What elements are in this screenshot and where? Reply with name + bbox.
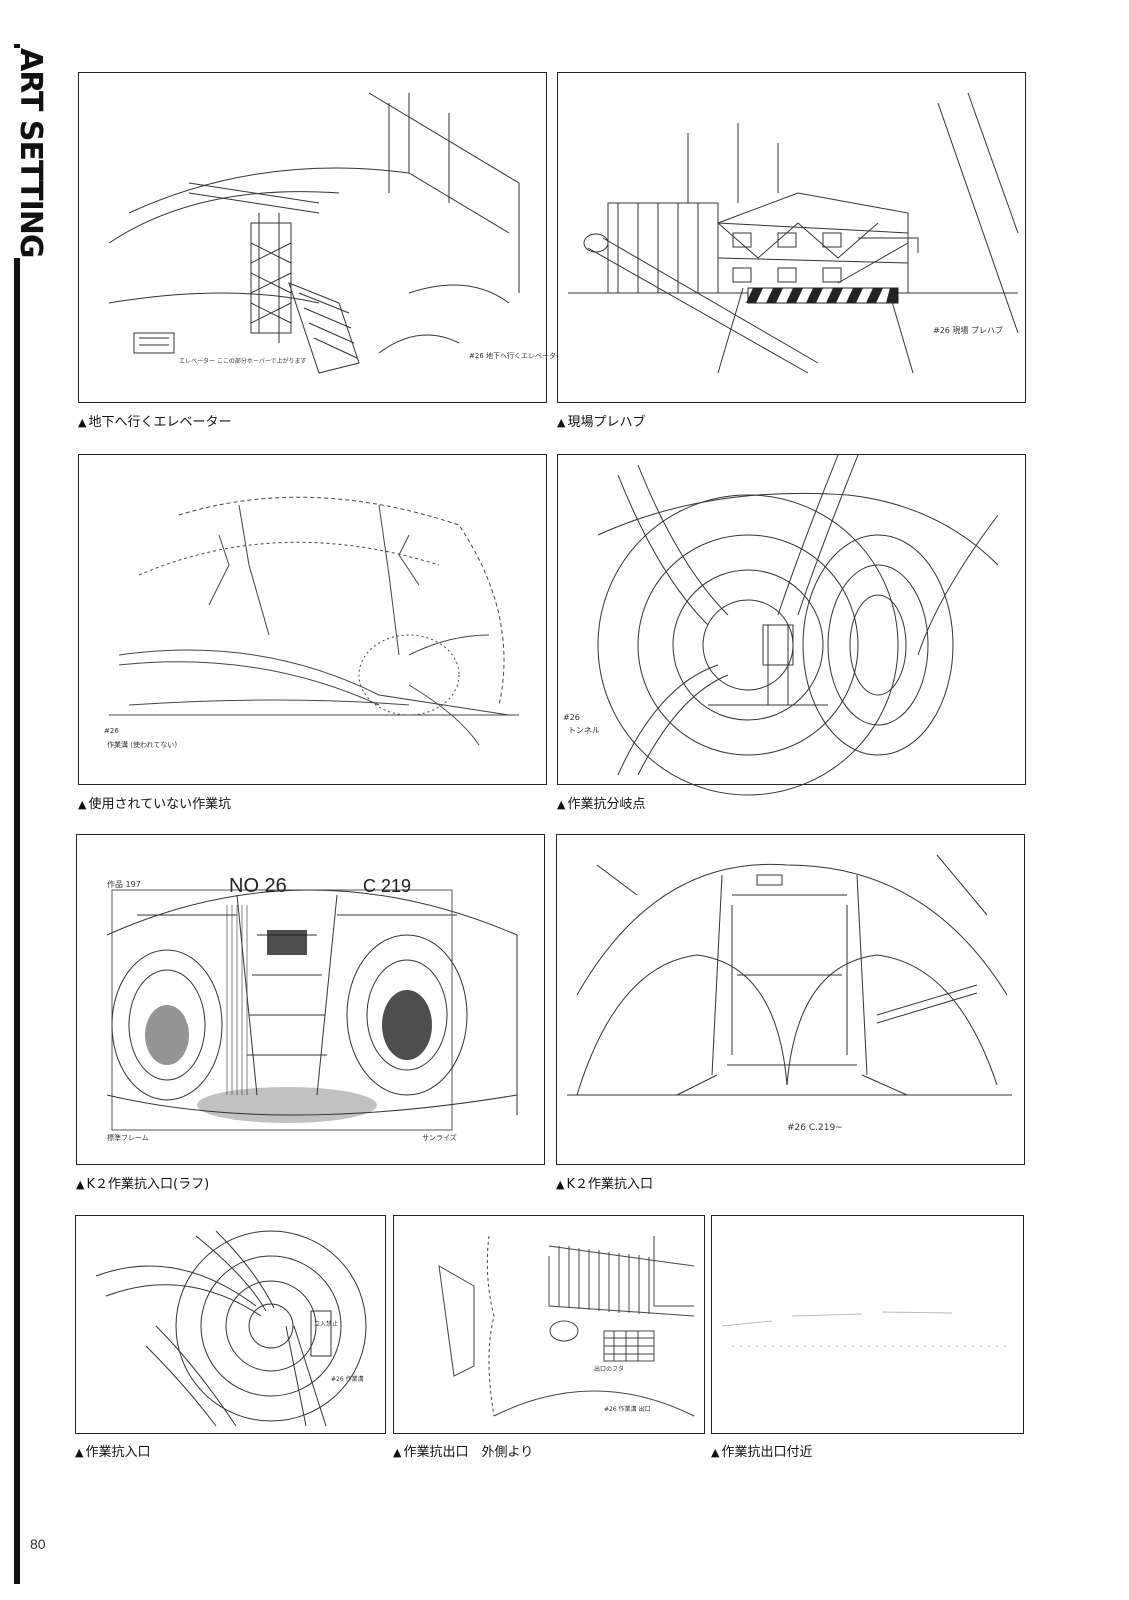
panel-1-note-1: #26 地下へ行くエレベーター — [469, 351, 563, 360]
panel-3-note-2: 作業溝 (使われてない) — [107, 740, 177, 749]
sketch-k2-entrance: #26 C.219~ — [567, 854, 1012, 1133]
caption-text: 作業抗分岐点 — [567, 797, 646, 812]
triangle-icon: ▲ — [557, 798, 566, 811]
caption-panel-7: ▲作業抗入口 — [75, 1441, 150, 1460]
triangle-icon: ▲ — [78, 416, 87, 429]
panel-1-note-2: エレベーター ここの部分ホーバーで上がります — [179, 357, 307, 365]
triangle-icon: ▲ — [393, 1446, 402, 1459]
caption-panel-8: ▲作業抗出口 外側より — [393, 1441, 533, 1460]
artwork-panel-3: #26 作業溝 (使われてない) — [78, 454, 547, 785]
panel-3-note-1: #26 — [104, 727, 119, 735]
panel-5-note-2: C 219 — [363, 876, 411, 896]
triangle-icon: ▲ — [556, 1178, 565, 1191]
caption-text: K２作業抗入口(ラフ) — [86, 1177, 210, 1192]
panel-2-note: #26 現場 プレハブ — [933, 325, 1003, 335]
sketch-tunnel-exit-outside: #26 作業溝 出口 出口のフタ — [438, 1235, 695, 1417]
triangle-icon: ▲ — [75, 1446, 84, 1459]
panel-8-note-1: #26 作業溝 出口 — [604, 1405, 650, 1413]
panel-6-note: #26 C.219~ — [787, 1123, 843, 1133]
triangle-icon: ▲ — [711, 1446, 720, 1459]
caption-panel-4: ▲作業抗分岐点 — [557, 793, 645, 812]
caption-text: 地下へ行くエレベーター — [88, 415, 232, 430]
caption-text: 使用されていない作業坑 — [88, 797, 232, 812]
sketch-prefab: #26 現場 プレハブ — [568, 92, 1019, 374]
sketch-tunnel-exit-nearby — [721, 1311, 1012, 1347]
panel-5-note-3: 作品 197 — [107, 879, 141, 889]
panel-5-note-1: NO 26 — [229, 875, 287, 897]
caption-panel-5: ▲K２作業抗入口(ラフ) — [76, 1173, 209, 1192]
artwork-panel-9 — [711, 1215, 1024, 1434]
artwork-panel-6: #26 C.219~ — [556, 834, 1025, 1165]
caption-text: 作業抗出口 外側より — [403, 1445, 534, 1460]
panel-8-note-2: 出口のフタ — [594, 1365, 624, 1373]
panel-5-note-4: 標準フレーム — [107, 1133, 149, 1142]
artwork-panel-1: #26 地下へ行くエレベーター エレベーター ここの部分ホーバーで上がります — [78, 72, 563, 403]
caption-panel-9: ▲作業抗出口付近 — [711, 1441, 812, 1460]
sketch-elevator: #26 地下へ行くエレベーター エレベーター ここの部分ホーバーで上がります — [108, 92, 563, 374]
caption-text: K２作業抗入口 — [566, 1177, 653, 1192]
artwork-panel-5: NO 26 C 219 作品 197 標準フレーム サンライズ — [76, 834, 545, 1165]
caption-text: 現場プレハブ — [567, 415, 646, 430]
sketch-tunnel-entrance: #26 作業溝 立入禁止 — [95, 1230, 367, 1427]
caption-text: 作業抗出口付近 — [721, 1445, 813, 1460]
sketch-unused-tunnel: #26 作業溝 (使われてない) — [104, 496, 519, 749]
caption-panel-1: ▲地下へ行くエレベーター — [78, 411, 231, 430]
sketch-k2-entrance-rough: NO 26 C 219 作品 197 標準フレーム サンライズ — [106, 875, 518, 1142]
sketch-tunnel-branch: #26 トンネル — [563, 454, 999, 796]
triangle-icon: ▲ — [76, 1178, 85, 1191]
section-title: ART SETTING — [13, 48, 48, 258]
page-number: 80 — [30, 1536, 46, 1552]
side-rule — [14, 44, 20, 1584]
artwork-panel-4: #26 トンネル — [557, 454, 1026, 796]
triangle-icon: ▲ — [557, 416, 566, 429]
artwork-panel-7: #26 作業溝 立入禁止 — [75, 1215, 386, 1434]
panel-4-note-2: トンネル — [568, 726, 600, 735]
panel-7-note-1: #26 作業溝 — [331, 1375, 364, 1383]
triangle-icon: ▲ — [78, 798, 87, 811]
artwork-panel-2: #26 現場 プレハブ — [557, 72, 1026, 403]
panel-4-note-1: #26 — [563, 713, 580, 722]
panel-7-note-2: 立入禁止 — [314, 1320, 338, 1328]
caption-panel-6: ▲K２作業抗入口 — [556, 1173, 653, 1192]
caption-panel-3: ▲使用されていない作業坑 — [78, 793, 231, 812]
panel-5-note-5: サンライズ — [422, 1133, 457, 1142]
artwork-panel-8: #26 作業溝 出口 出口のフタ — [393, 1215, 705, 1434]
caption-panel-2: ▲現場プレハブ — [557, 411, 645, 430]
caption-text: 作業抗入口 — [85, 1445, 151, 1460]
